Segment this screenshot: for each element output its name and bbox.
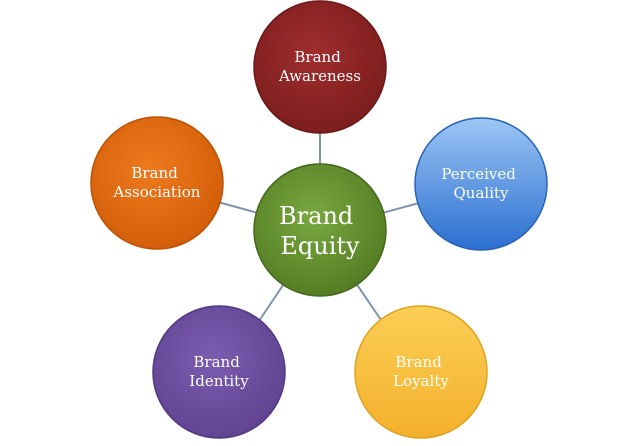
svg-text:Brand Awareness: Brand Awareness [278, 48, 361, 85]
svg-text:Brand Identity: Brand Identity [189, 353, 249, 390]
node-brand-association: Brand Association [90, 116, 224, 250]
node-awareness-line-2: Awareness [278, 67, 361, 85]
center-line-1: Brand [279, 202, 353, 230]
node-loyalty-line-2: Loyalty [393, 372, 449, 390]
svg-text:Brand Association: Brand Association [113, 164, 201, 201]
node-quality-line-2: Quality [454, 184, 510, 202]
node-perceived-quality: Perceived Quality [414, 117, 548, 251]
svg-text:Perceived Quality: Perceived Quality [441, 165, 520, 202]
node-brand-loyalty: Brand Loyalty [354, 305, 488, 439]
svg-text:Brand Equity: Brand Equity [279, 202, 361, 260]
node-loyalty-line-1: Brand [395, 353, 442, 371]
svg-text:Brand Loyalty: Brand Loyalty [393, 353, 449, 390]
node-association-line-2: Association [113, 183, 201, 201]
node-identity-line-2: Identity [189, 372, 249, 390]
node-awareness-line-1: Brand [294, 48, 341, 66]
node-brand-identity: Brand Identity [152, 305, 286, 439]
node-association-line-1: Brand [131, 164, 178, 182]
node-identity-line-1: Brand [193, 353, 240, 371]
node-brand-awareness: Brand Awareness [253, 0, 387, 134]
node-quality-line-1: Perceived [441, 165, 516, 183]
node-brand-equity-center: Brand Equity [253, 163, 387, 297]
center-line-2: Equity [280, 232, 360, 260]
